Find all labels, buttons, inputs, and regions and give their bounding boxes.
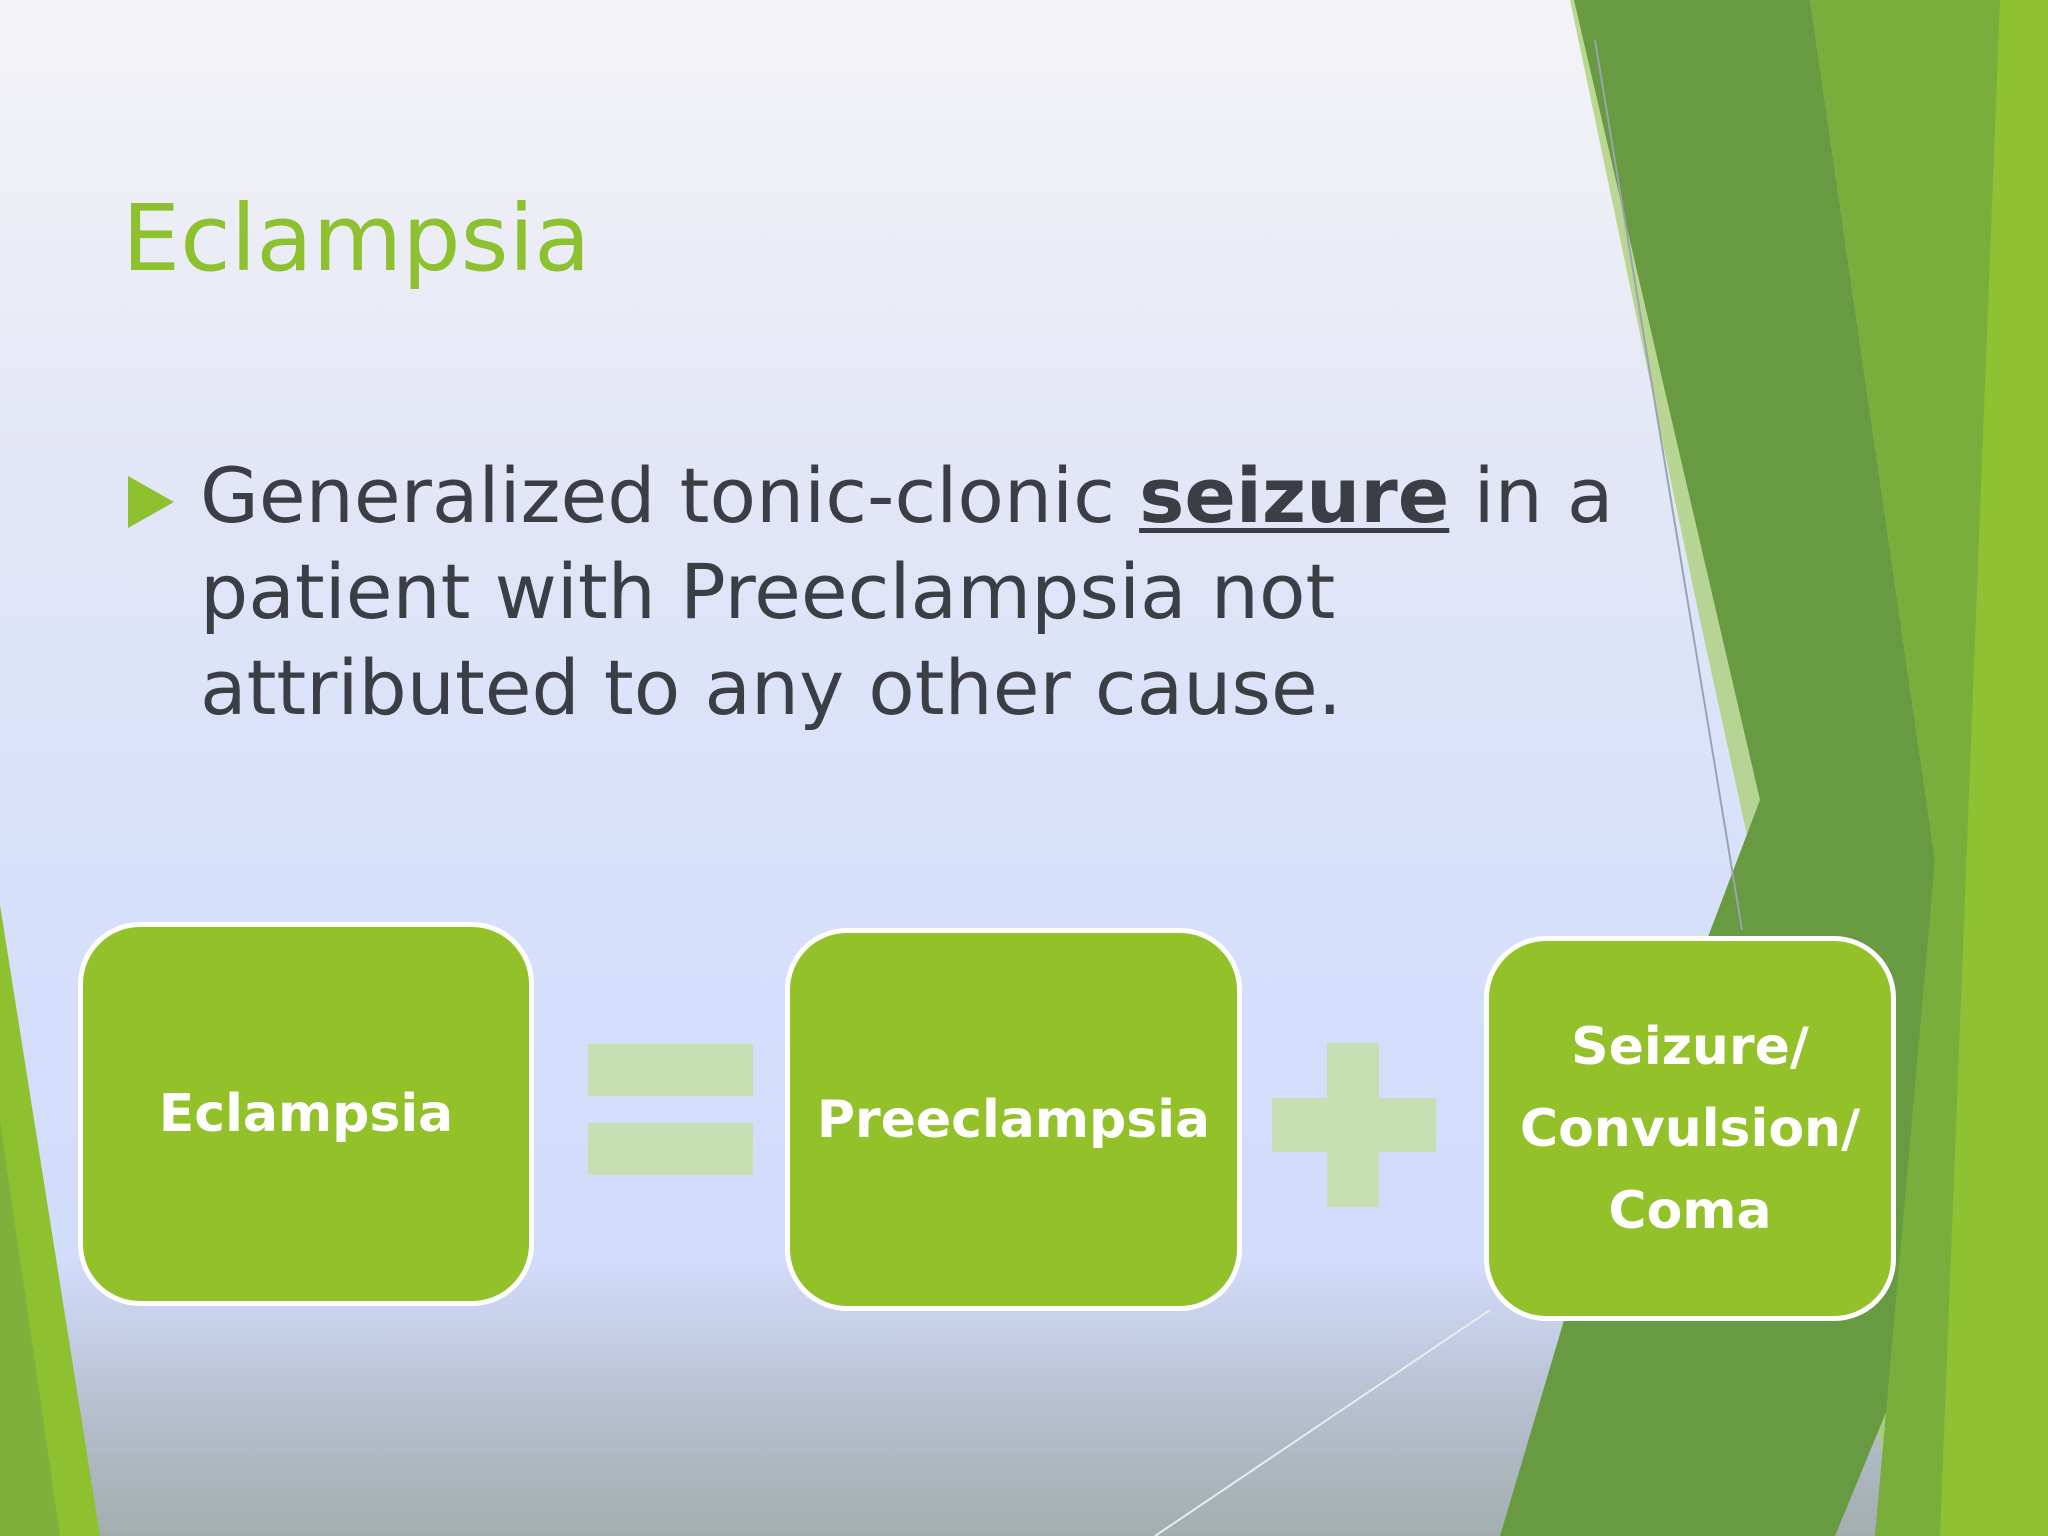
equals-icon-bottom-bar xyxy=(588,1123,753,1175)
equals-icon-top-bar xyxy=(588,1044,753,1096)
equation-box-preeclampsia: Preeclampsia xyxy=(785,928,1242,1311)
equation-term-preeclampsia: Preeclampsia xyxy=(816,1089,1211,1150)
equation-box-eclampsia: Eclampsia xyxy=(78,922,534,1306)
bullet-text-after: in a patient with Preeclampsia not attri… xyxy=(200,451,1614,732)
equation-box-seizure: Seizure/ Convulsion/ Coma xyxy=(1484,936,1896,1321)
bullet-text-before: Generalized tonic-clonic xyxy=(200,451,1140,540)
thin-diagonal-line-bottom xyxy=(1154,1309,1491,1536)
equation-term-seizure: Seizure/ Convulsion/ Coma xyxy=(1520,1006,1860,1252)
right-bright-green-band xyxy=(1940,0,2048,1536)
equation-term-eclampsia: Eclampsia xyxy=(158,1084,454,1144)
equation-term-seizure-line-2: Convulsion/ xyxy=(1519,1098,1861,1159)
equation-term-seizure-line-1: Seizure/ xyxy=(1571,1016,1809,1077)
triangle-right-icon xyxy=(128,476,174,528)
slide-title: Eclampsia xyxy=(122,185,591,292)
bullet-emphasis: seizure xyxy=(1139,451,1450,540)
equation-term-seizure-line-3: Coma xyxy=(1608,1180,1772,1241)
plus-icon-vertical-bar xyxy=(1327,1043,1379,1207)
left-green-wedge-shade xyxy=(0,1120,60,1536)
bullet-text: Generalized tonic-clonic seizure in a pa… xyxy=(200,448,1680,736)
thin-diagonal-line-top xyxy=(1594,39,1743,931)
